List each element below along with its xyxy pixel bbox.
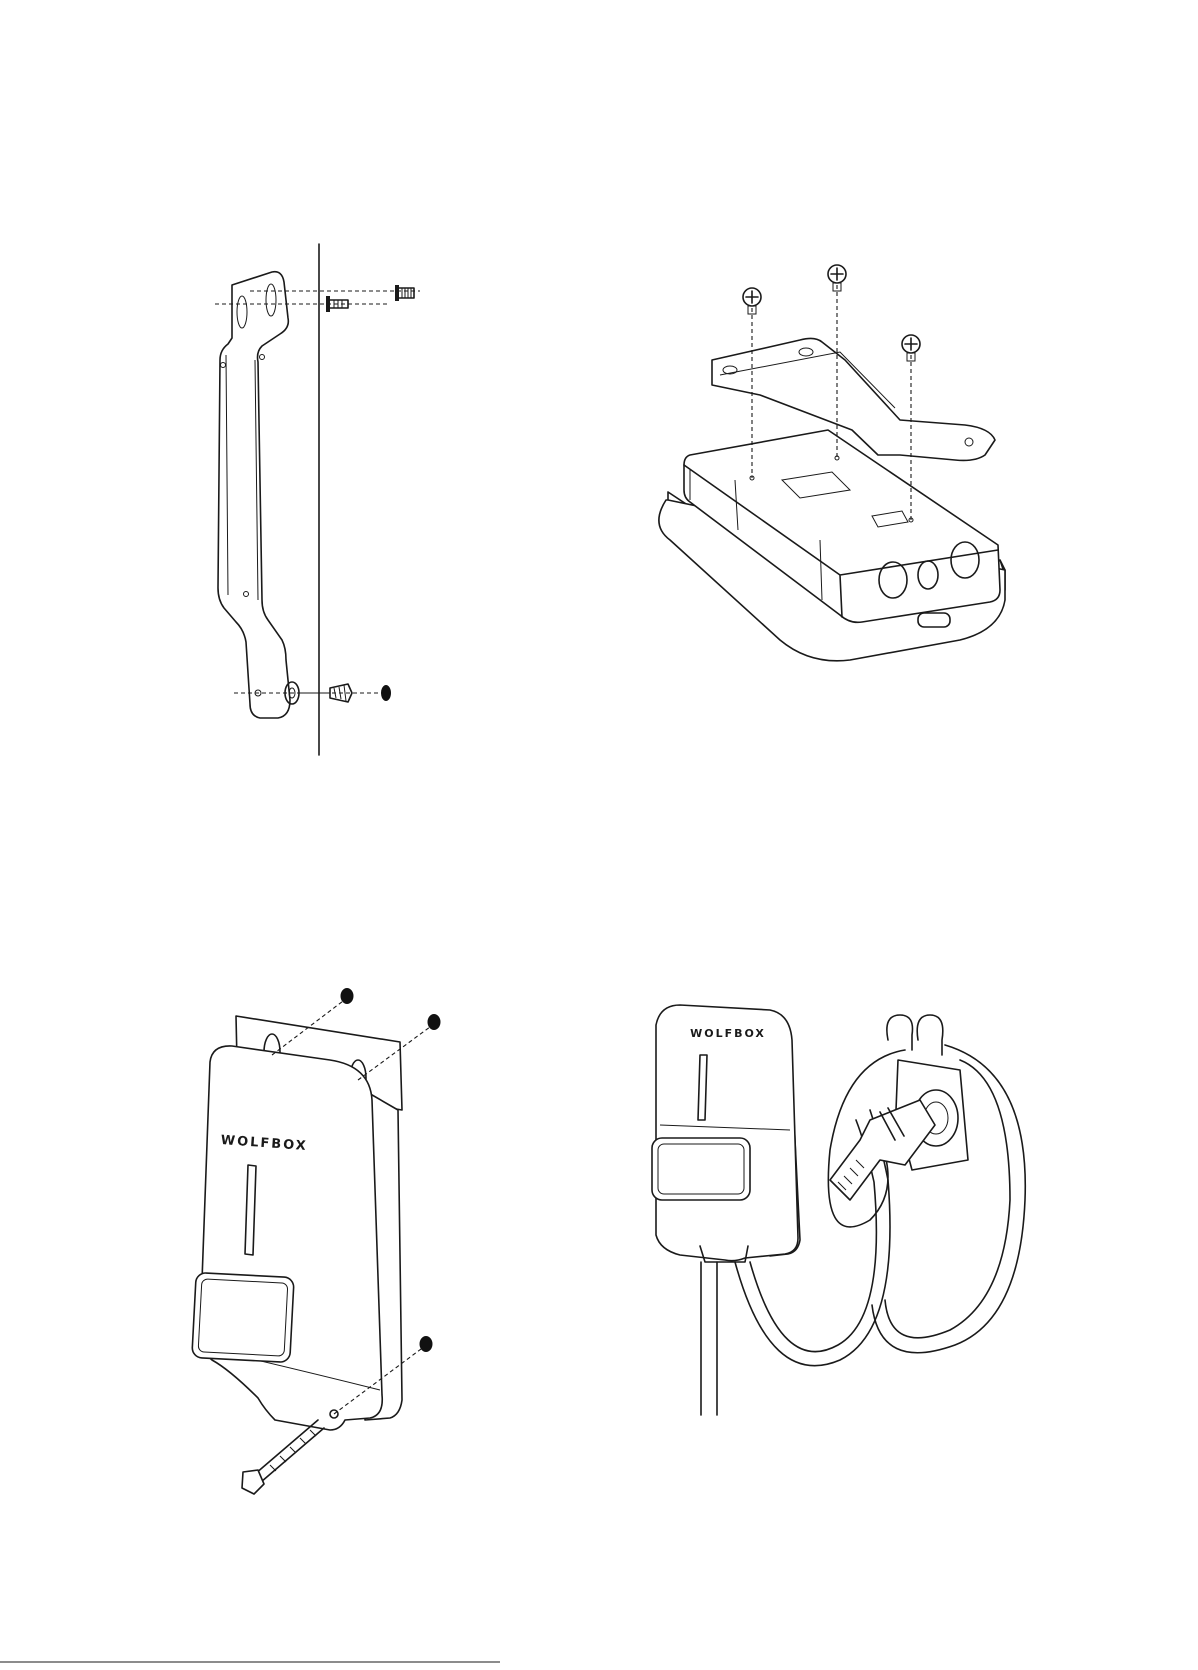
- brand-label-4: WOLFBOX: [690, 1027, 766, 1040]
- display-window: [192, 1272, 294, 1362]
- figure-step-4: WOLFBOX: [652, 1005, 1025, 1415]
- mounting-plate: [218, 272, 290, 718]
- display-window-4: [652, 1138, 750, 1200]
- step-marker: [381, 685, 391, 701]
- step-marker-2: [428, 1014, 441, 1030]
- cable-down: [701, 1262, 717, 1415]
- wall-anchor: [300, 684, 352, 702]
- back-mounting-plate: [712, 338, 995, 460]
- step-marker-3: [420, 1336, 433, 1352]
- holster-bracket: [887, 1015, 943, 1055]
- figure-step-3: WOLFBOX: [192, 988, 441, 1494]
- figure-step-2: [659, 265, 1005, 661]
- charger-front: [200, 1046, 382, 1430]
- figure-step-1: [215, 244, 420, 755]
- screw-top-right: [395, 285, 414, 301]
- charger-front-4: [656, 1005, 798, 1261]
- long-screw: [242, 1420, 324, 1494]
- step-marker-1: [341, 988, 354, 1004]
